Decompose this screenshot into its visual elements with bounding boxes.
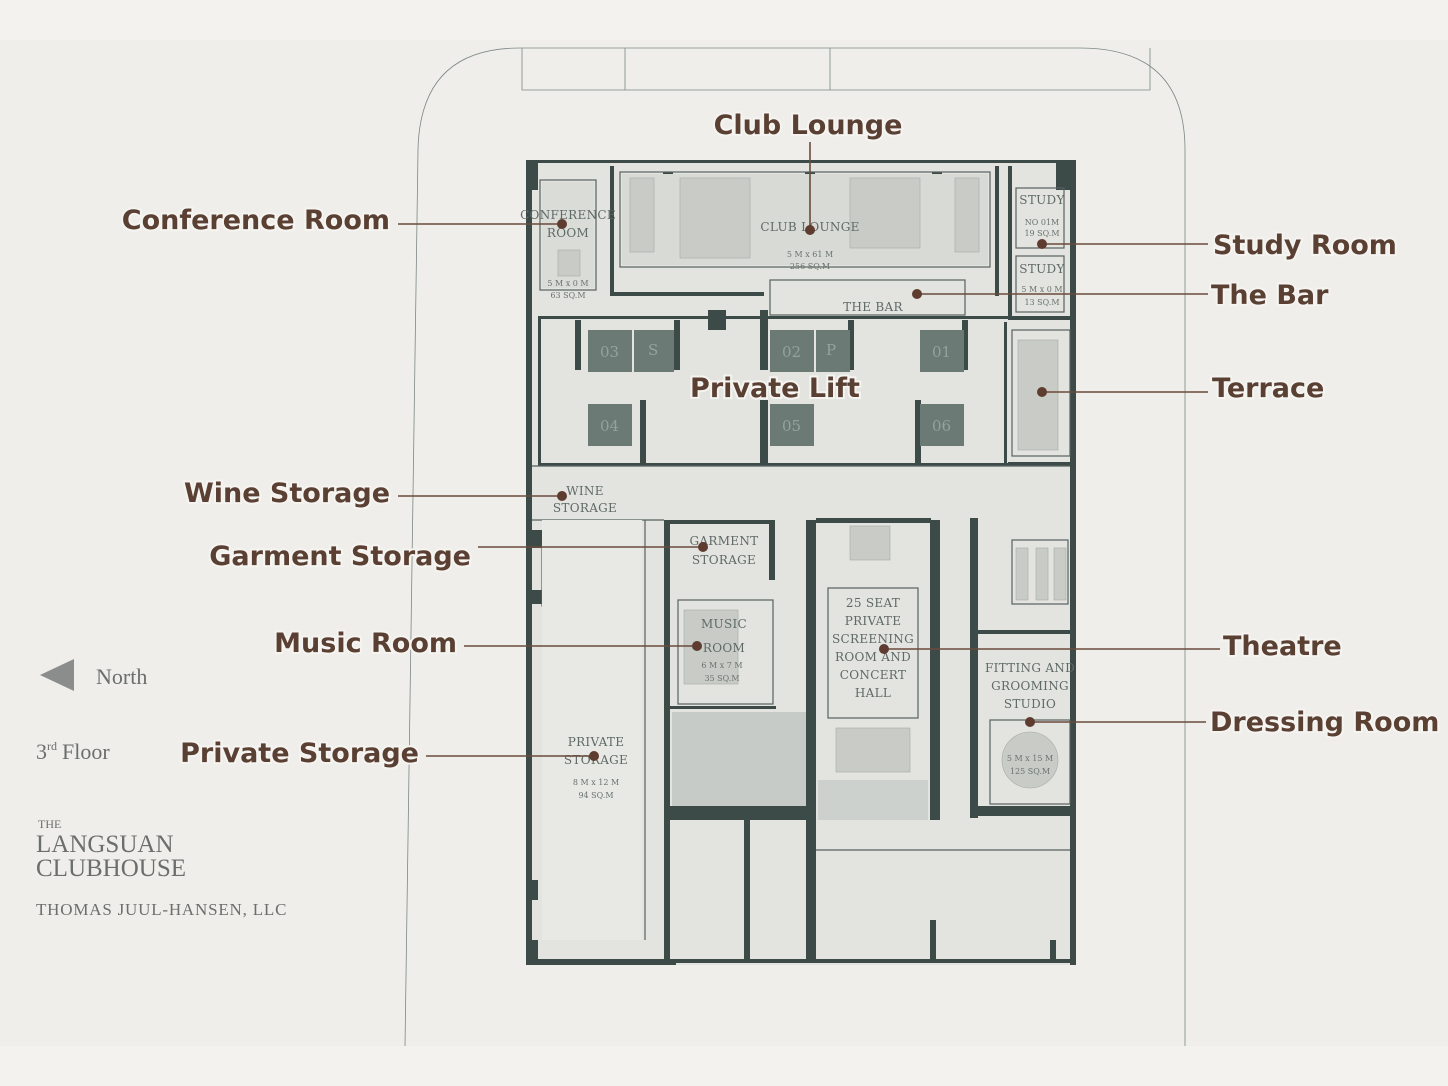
lift-01-label: 01 [932,343,951,361]
callout-theatre: Theatre [1223,631,1342,662]
furniture [557,177,1067,789]
walls [526,160,1076,965]
lift-shafts [588,330,964,446]
lift-02-label: 02 [782,343,801,361]
callout-wine-storage: Wine Storage [184,478,390,509]
plan-label-conference-2: ROOM [547,226,589,240]
site-outline [404,47,1186,1047]
plan-label-private-dim: 8 M x 12 M [573,778,619,787]
top-band [0,0,1448,40]
plan-label-fitting-1: FITTING AND [985,661,1075,675]
plan-label-fitting-dim: 5 M x 15 M [1007,754,1053,763]
callout-the-bar: The Bar [1211,280,1329,311]
north-arrow-icon [40,659,74,691]
wine-storage-dot [557,491,567,501]
lift-p [816,330,850,372]
plan-label-music-dim: 6 M x 7 M [701,661,742,670]
brand-the: THE [38,817,61,831]
callout-dots [557,219,1047,761]
plan-label-study-2-dim: 5 M x 0 M [1021,285,1062,294]
plan-label-private-1: PRIVATE [568,735,625,749]
plan-label-conference-area: 63 SQ.M [550,291,585,300]
plan-label-theatre-1: 25 SEAT [846,596,900,610]
private-storage-dot [589,751,599,761]
bottom-band [0,1046,1448,1086]
lift-06-label: 06 [932,417,951,435]
plan-label-conference-1: CONFERENCE [520,208,616,222]
lift-06 [920,404,964,446]
architect-credit: THOMAS JUUL-HANSEN, LLC [36,900,287,919]
callout-terrace: Terrace [1212,373,1324,404]
brand-line-2: CLUBHOUSE [36,855,186,882]
lift-02 [770,330,814,372]
callout-study-room: Study Room [1213,230,1397,261]
club-lounge-dot [805,225,815,235]
plan-label-music-2: ROOM [703,641,745,655]
plan-label-study-1: STUDY [1019,193,1065,207]
plan-label-wine-2: STORAGE [553,501,617,515]
music-room-dot [692,641,702,651]
plan-label-private-area: 94 SQ.M [578,791,613,800]
plan-label-study-2: STUDY [1019,262,1065,276]
lift-05 [770,404,814,446]
lift-04 [588,404,632,446]
callout-music-room: Music Room [274,628,457,659]
lift-04-label: 04 [600,417,619,435]
callout-conference-room: Conference Room [122,205,390,236]
plan-label-theatre-2: PRIVATE [845,614,902,628]
brand-line-1: LANGSUAN [36,831,174,858]
callout-leaders [398,142,1220,757]
dressing-room-dot [1025,717,1035,727]
plan-label-fitting-area: 125 SQ.M [1010,767,1050,776]
plan-label-wine-1: WINE [566,484,604,498]
plan-label-conference-dim: 5 M x 0 M [547,279,588,288]
callout-club-lounge: Club Lounge [714,110,903,141]
plan-label-study-1-area: 19 SQ.M [1024,229,1059,238]
plan-label-club-area: 256 SQ.M [790,262,830,271]
plan-label-fitting-3: STUDIO [1004,697,1056,711]
lift-p-label: P [826,341,836,359]
garment-storage-dot [698,542,708,552]
conference-room-dot [557,219,567,229]
plan-label-study-2-area: 13 SQ.M [1024,298,1059,307]
callout-garment-storage: Garment Storage [209,541,471,572]
plan-label-theatre-6: HALL [855,686,891,700]
plan-label-fitting-2: GROOMING [991,679,1069,693]
plan-label-club-dim: 5 M x 61 M [787,250,833,259]
theatre-dot [879,644,889,654]
lift-01 [920,330,964,372]
site-outline-top [521,48,1151,91]
plan-label-music-area: 35 SQ.M [704,674,739,683]
callout-dressing-room: Dressing Room [1210,707,1439,738]
callout-private-storage: Private Storage [180,738,419,769]
plan-label-theatre-4: ROOM AND [835,650,911,664]
plan-label-garment-2: STORAGE [692,553,756,567]
study-room-dot [1037,239,1047,249]
plan-label-theatre-5: CONCERT [840,668,906,682]
plan-label-study-1-no: NO 01M [1025,218,1059,227]
terrace-dot [1037,387,1047,397]
the-bar-dot [912,289,922,299]
lift-s [634,330,674,372]
lift-03 [588,330,632,372]
lift-s-label: S [648,341,658,359]
lift-05-label: 05 [782,417,801,435]
plan-label-theatre-3: SCREENING [832,632,914,646]
callout-private-lift: Private Lift [690,373,860,404]
lift-03-label: 03 [600,343,619,361]
plan-label-the-bar: THE BAR [843,300,903,314]
plan-label-music-1: MUSIC [701,617,747,631]
north-label: North [96,664,147,689]
